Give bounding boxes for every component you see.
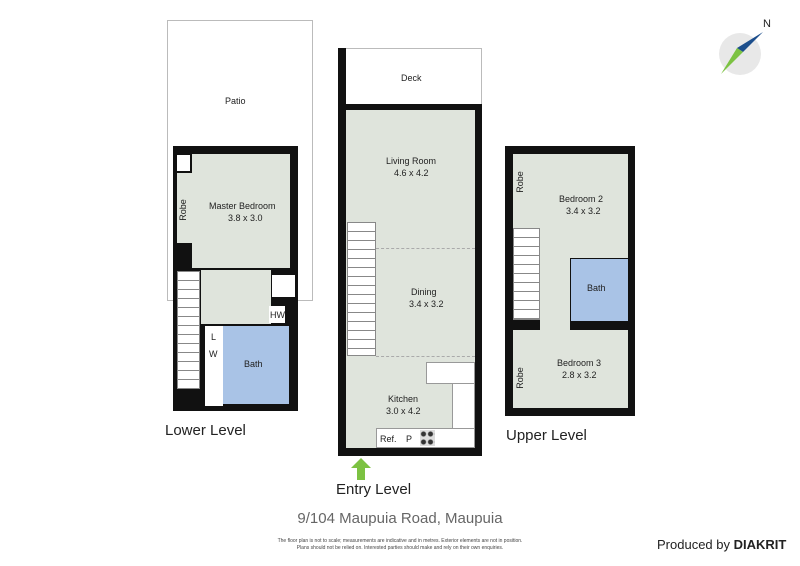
lower-stairs: [177, 271, 200, 389]
credit-prefix: Produced by: [657, 537, 730, 552]
compass-north-label: N: [763, 18, 771, 30]
kitchen-size: 3.0 x 4.2: [386, 406, 421, 416]
deck: [346, 48, 482, 104]
lower-bath-label: Bath: [244, 359, 263, 369]
kitchen-label: Kitchen: [388, 394, 419, 404]
disclaimer-line-1: The floor plan is not to scale; measurem…: [277, 538, 523, 544]
address: 9/104 Maupuia Road, Maupuia: [297, 510, 503, 527]
upper-bath-label: Bath: [587, 283, 606, 293]
lower-level-label: Lower Level: [165, 422, 246, 439]
disclaimer: The floor plan is not to scale; measurem…: [240, 538, 560, 552]
entry-level-label: Entry Level: [336, 481, 412, 498]
bedroom-3-robe-label: Robe: [514, 367, 525, 389]
bedroom-2-size: 3.4 x 3.2: [566, 206, 601, 216]
upper-bath: [571, 259, 628, 321]
lower-robe: [177, 173, 192, 243]
entry-stairs: [347, 222, 376, 356]
bedroom-2-label: Bedroom 2: [559, 194, 604, 204]
pantry-label: P: [406, 434, 413, 444]
living-room-size: 4.6 x 4.2: [394, 168, 429, 178]
patio-label: Patio: [225, 96, 246, 106]
entry-arrow-icon: [351, 458, 371, 480]
upper-stairs: [513, 228, 540, 320]
compass-icon: [719, 32, 763, 75]
lower-hall: [201, 270, 271, 324]
master-bedroom-label: Master Bedroom: [209, 201, 276, 211]
bedroom-3-label: Bedroom 3: [557, 358, 602, 368]
ref-label: Ref.: [380, 434, 397, 444]
credit: Produced by DIAKRIT: [657, 537, 786, 552]
upper-level-label: Upper Level: [506, 427, 587, 444]
bedroom-3-size: 2.8 x 3.2: [562, 370, 597, 380]
cooktop-icon: [420, 430, 435, 446]
disclaimer-line-2: Plans should not be relied on. Intereste…: [296, 545, 504, 551]
dining-label: Dining: [411, 287, 437, 297]
master-bedroom: [192, 154, 290, 268]
hw-label: HW: [270, 310, 285, 320]
deck-label: Deck: [401, 73, 422, 83]
bedroom-2-robe-label: Robe: [514, 171, 525, 193]
bedroom-3: [513, 330, 628, 408]
diakrit-logo: DIAKRIT: [733, 537, 787, 552]
living-room-label: Living Room: [386, 156, 437, 166]
kitchen-counter: [426, 362, 475, 384]
w-label: W: [209, 349, 218, 359]
l-label: L: [211, 332, 217, 342]
laundry: [205, 326, 223, 406]
lower-bath: [223, 326, 289, 404]
dining-size: 3.4 x 3.2: [409, 299, 444, 309]
master-bedroom-size: 3.8 x 3.0: [228, 213, 263, 223]
lower-robe-label: Robe: [177, 199, 188, 221]
